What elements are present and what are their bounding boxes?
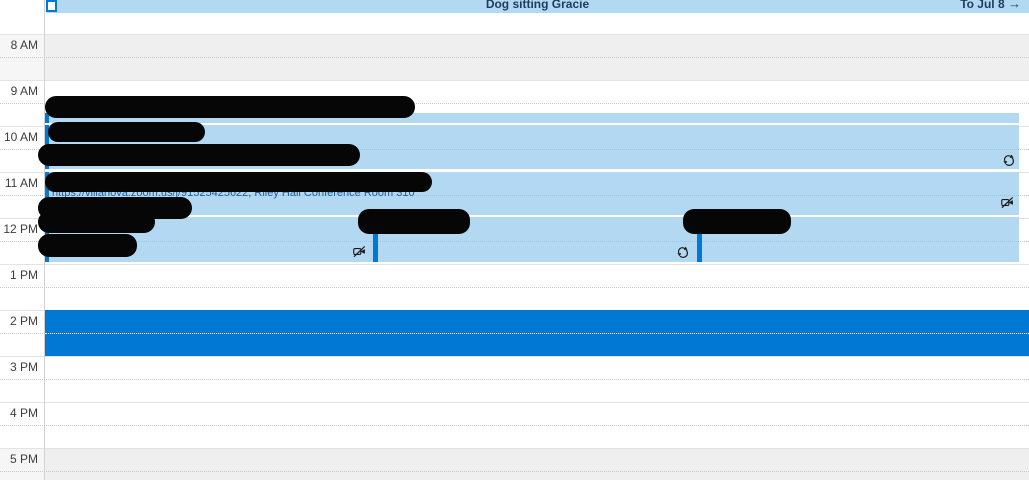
continuation-label: To Jul 8 — [960, 0, 1005, 11]
time-label-9am: 9 AM — [10, 84, 38, 98]
event-block-4[interactable] — [45, 217, 1019, 262]
half-hour-line — [0, 379, 1029, 380]
all-day-event-handle[interactable] — [46, 0, 57, 12]
time-label-12pm: 12 PM — [3, 222, 38, 236]
redaction-pill — [38, 234, 137, 257]
time-label-10am: 10 AM — [3, 130, 38, 144]
time-label-1pm: 1 PM — [9, 268, 38, 282]
time-label-4pm: 4 PM — [9, 406, 38, 420]
half-hour-line — [0, 425, 1029, 426]
redaction-pill — [48, 122, 205, 142]
event-halfhour-mark — [49, 149, 1019, 150]
redaction-pill — [683, 209, 791, 234]
redaction-pill — [38, 211, 155, 233]
redaction-pill — [358, 209, 470, 234]
recurrence-icon — [1002, 153, 1015, 166]
overlap-event-left-border[interactable] — [373, 224, 378, 262]
time-label-3pm: 3 PM — [9, 360, 38, 374]
offhour-band-5pm — [44, 448, 1029, 480]
time-label-11am: 11 AM — [4, 176, 38, 190]
time-label-8am: 8 AM — [10, 38, 38, 52]
half-hour-line — [0, 471, 1029, 472]
all-day-event-continuation: To Jul 8 → — [960, 0, 1021, 12]
event-halfhour-mark — [45, 333, 1029, 334]
time-label-5pm: 5 PM — [9, 452, 38, 466]
all-day-event-title: Dog sitting Gracie — [485, 0, 590, 11]
offhour-band-gutter-5pm — [0, 448, 44, 480]
hour-line-5pm — [0, 448, 1029, 449]
overlap-event-left-border[interactable] — [697, 224, 702, 262]
half-hour-line — [0, 287, 1029, 288]
camera-off-icon — [1001, 196, 1014, 209]
camera-off-icon — [353, 245, 366, 258]
half-hour-line — [0, 103, 1029, 104]
hour-line-4pm — [0, 402, 1029, 403]
event-halfhour-mark — [49, 241, 1019, 242]
event-halfhour-mark — [49, 195, 1019, 196]
time-label-2pm: 2 PM — [9, 314, 38, 328]
redaction-pill — [45, 96, 415, 118]
selected-event-block[interactable] — [45, 310, 1029, 356]
redaction-pill — [45, 172, 432, 192]
all-day-event-banner[interactable]: Dog sitting Gracie To Jul 8 → — [46, 0, 1029, 13]
event-block-1[interactable] — [45, 113, 1019, 123]
redaction-pill — [38, 144, 360, 166]
recurrence-icon — [676, 245, 689, 258]
hour-line-1pm — [0, 264, 1029, 265]
continues-arrow-icon: → — [1008, 0, 1021, 11]
hour-line-3pm — [0, 356, 1029, 357]
hour-line-9am — [0, 80, 1029, 81]
half-hour-line — [0, 57, 1029, 58]
hour-line-8am — [0, 34, 1029, 35]
